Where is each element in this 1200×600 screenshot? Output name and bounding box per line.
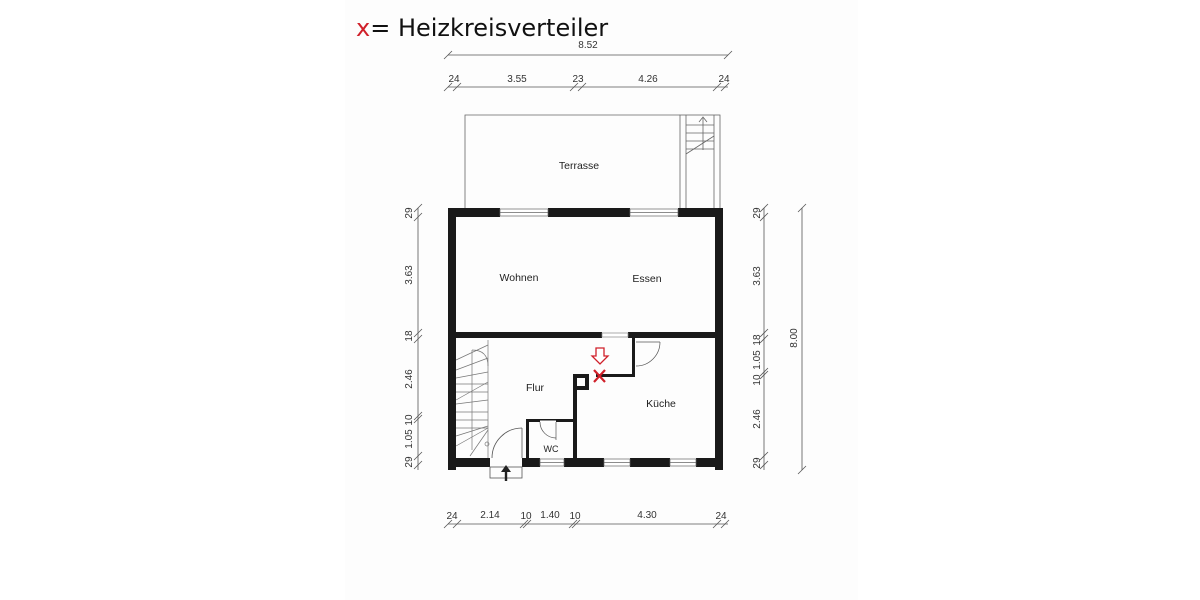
dim-bottom-1: 2.14: [480, 510, 500, 521]
heating-distributor-x-icon: [593, 369, 606, 383]
dim-right-4: 10: [752, 374, 763, 386]
dim-bottom-0: 24: [446, 511, 458, 522]
interior-staircase: [455, 340, 490, 458]
legend: x= Heizkreisverteiler: [356, 14, 608, 42]
dim-bottom-5: 4.30: [637, 510, 657, 521]
dim-left-6: 29: [404, 456, 415, 468]
dim-right-0: 29: [752, 207, 763, 219]
dim-left-4: 10: [404, 414, 415, 426]
walls: [448, 208, 723, 470]
dim-left-2: 18: [404, 330, 415, 342]
dim-bottom-6: 24: [715, 511, 727, 522]
room-label-terrace: Terrasse: [559, 160, 599, 172]
dim-left-3: 2.46: [404, 369, 415, 389]
dim-right-6: 29: [752, 457, 763, 469]
room-label-hallway: Flur: [526, 382, 545, 394]
heating-distributor-marker: x: [356, 14, 371, 42]
dim-top-2: 23: [572, 74, 584, 85]
dim-left-0: 29: [404, 207, 415, 219]
heating-distributor-arrow-icon: [590, 347, 610, 365]
dim-top-3: 4.26: [638, 74, 658, 85]
wc-door: [539, 420, 557, 440]
dim-top-1: 3.55: [507, 74, 527, 85]
room-label-wc: WC: [544, 444, 559, 454]
dim-bottom-2: 10: [520, 511, 532, 522]
dim-right-3: 1.05: [752, 350, 763, 370]
dim-right-5: 2.46: [752, 409, 763, 429]
dim-top-total: 8.52: [578, 40, 598, 51]
dim-right-total: 8.00: [789, 328, 800, 348]
left-dimensions: [413, 203, 423, 470]
room-label-living: Wohnen: [500, 272, 539, 284]
room-label-dining: Essen: [632, 273, 661, 285]
bottom-dimensions: [443, 519, 730, 529]
room-label-kitchen: Küche: [646, 398, 676, 410]
top-dimensions: [443, 50, 733, 92]
dim-right-2: 18: [752, 334, 763, 346]
dim-left-1: 3.63: [404, 265, 415, 285]
terrace: [464, 114, 721, 211]
entrance-arrow-icon: [501, 465, 511, 481]
scanned-page: [345, 0, 858, 600]
dim-right-1: 3.63: [752, 266, 763, 286]
kitchen-door: [635, 341, 661, 367]
legend-text: = Heizkreisverteiler: [370, 14, 609, 42]
dim-top-0: 24: [448, 74, 460, 85]
dim-left-5: 1.05: [404, 429, 415, 449]
windows: [499, 208, 697, 467]
right-dimensions: [759, 203, 807, 475]
dim-bottom-3: 1.40: [540, 510, 560, 521]
dim-bottom-4: 10: [569, 511, 581, 522]
dim-top-4: 24: [718, 74, 730, 85]
